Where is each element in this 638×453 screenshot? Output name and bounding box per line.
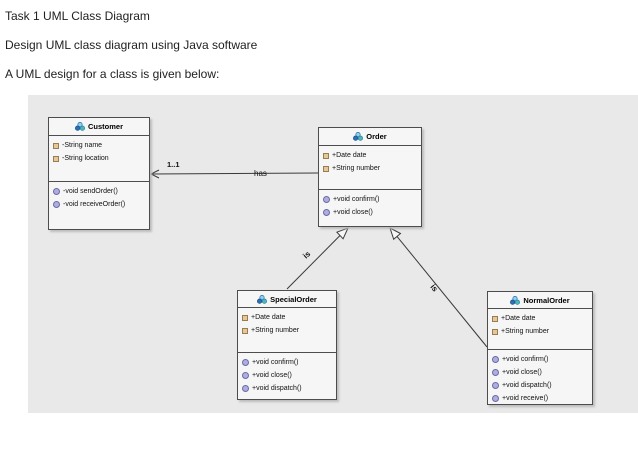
attribute-text: +Date date [501,315,536,322]
uml-class-name: NormalOrder [523,295,570,305]
uml-class-name: Order [366,132,387,141]
attribute-icon [242,327,248,334]
uml-class-header: Customer [49,118,149,136]
method-text: +void close() [333,209,373,216]
attribute-icon [53,155,59,162]
attribute-text: +String number [501,328,550,335]
method-row: +void receive() [492,392,588,404]
class-icon [353,132,364,141]
task-title: Task 1 UML Class Diagram [5,9,150,23]
uml-class-order: Order +Date date +String number +void c [318,127,422,227]
attribute-row: +String number [323,162,417,175]
attribute-row: +Date date [323,149,417,162]
inheritance-triangle-icon [336,227,349,240]
attributes-compartment: +Date date +String number [238,308,336,353]
inheritance-triangle-icon [389,226,402,241]
methods-compartment: +void confirm() +void close() +void disp… [488,350,592,404]
attribute-icon [492,315,498,322]
method-row: -void receiveOrder() [53,198,145,211]
uml-class-header: NormalOrder [488,292,592,309]
method-text: -void sendOrder() [63,188,118,195]
method-row: -void sendOrder() [53,185,145,198]
attribute-row: +String number [242,324,332,337]
method-text: -void receiveOrder() [63,201,126,208]
task-caption: A UML design for a class is given below: [5,67,220,81]
method-row: +void confirm() [492,353,588,366]
attribute-row: +Date date [492,312,588,325]
method-icon [323,209,330,216]
method-text: +void dispatch() [252,385,302,392]
method-icon [492,369,499,377]
document-heading: Task 1 UML Class Diagram Design UML clas… [5,2,257,89]
attribute-text: +String number [332,165,381,172]
uml-class-specialorder: SpecialOrder +Date date +String number [237,290,337,400]
method-icon [53,188,60,195]
class-icon [257,294,268,304]
association-line [150,172,319,175]
attributes-compartment: -String name -String location [49,136,149,182]
attribute-icon [242,314,248,321]
methods-compartment: -void sendOrder() -void receiveOrder() [49,182,149,229]
method-text: +void dispatch() [502,382,552,390]
method-row: +void confirm() [323,193,417,206]
method-icon [53,201,60,208]
attribute-icon [323,165,329,172]
inheritance-line-specialorder [286,235,341,290]
method-text: +void confirm() [502,356,549,364]
attribute-row: +Date date [242,311,332,324]
uml-diagram-panel: 1..1 has is is Customer -String name [28,95,638,413]
attribute-row: -String name [53,139,145,152]
method-text: +void close() [252,372,292,379]
attribute-icon [323,152,329,159]
association-multiplicity: 1..1 [167,160,180,169]
attributes-compartment: +Date date +String number [488,309,592,351]
attributes-compartment: +Date date +String number [319,146,421,190]
inheritance-label-normalorder: is [428,283,440,294]
method-row: +void dispatch() [492,379,588,392]
method-row: +void confirm() [242,356,332,369]
uml-class-normalorder: NormalOrder +Date date +String number + [487,291,593,405]
method-row: +void close() [492,366,588,379]
task-subtitle: Design UML class diagram using Java soft… [5,38,258,52]
inheritance-line-normalorder [396,236,488,348]
method-row: +void dispatch() [242,382,332,395]
method-text: +void close() [502,369,542,377]
uml-class-customer: Customer -String name -String location [48,117,150,230]
attribute-text: +String number [251,327,300,334]
inheritance-label-specialorder: is [301,249,312,261]
attribute-row: -String location [53,152,145,165]
class-icon [75,122,85,131]
method-text: +void confirm() [333,196,380,203]
association-label: has [254,169,267,178]
method-icon [242,372,249,379]
uml-class-name: SpecialOrder [270,294,317,304]
attribute-text: +Date date [332,152,367,159]
method-icon [242,385,249,392]
methods-compartment: +void confirm() +void close() [319,190,421,226]
method-icon [492,356,499,364]
method-icon [242,359,249,366]
attribute-text: -String location [62,155,109,162]
methods-compartment: +void confirm() +void close() +void disp… [238,353,336,399]
uml-class-header: Order [319,128,421,146]
method-text: +void confirm() [252,359,299,366]
method-icon [323,196,330,203]
attribute-text: +Date date [251,314,286,321]
class-icon [510,295,521,305]
method-row: +void close() [242,369,332,382]
method-row: +void close() [323,206,417,219]
method-text: +void receive() [502,395,549,403]
attribute-text: -String name [62,142,103,149]
method-icon [492,395,499,403]
attribute-icon [492,328,498,335]
association-arrowhead-icon [149,169,160,179]
uml-class-header: SpecialOrder [238,291,336,308]
uml-class-name: Customer [87,122,123,131]
attribute-row: +String number [492,325,588,338]
method-icon [492,382,499,390]
attribute-icon [53,142,59,149]
